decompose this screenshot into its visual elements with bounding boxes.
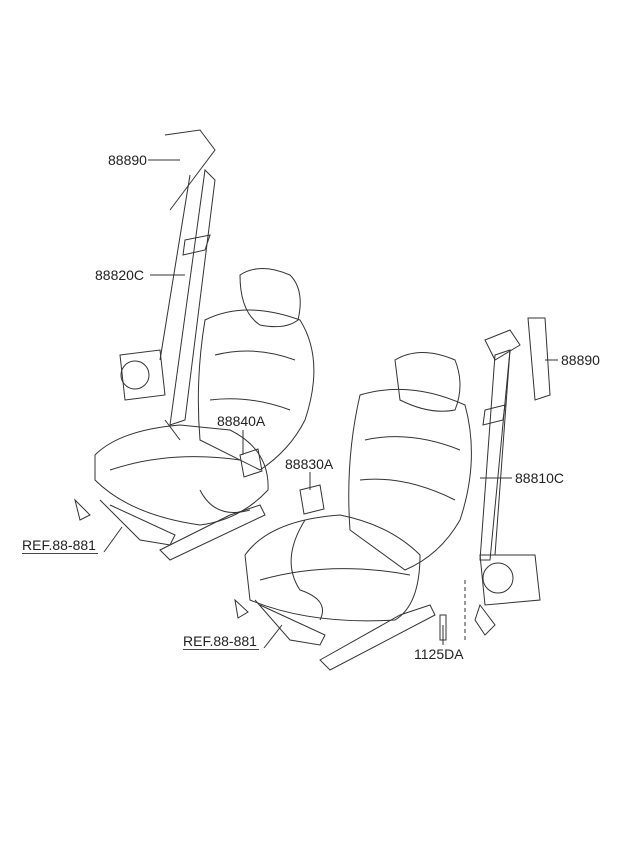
leader-lines: [103, 159, 558, 649]
left-buckle-shape: [239, 448, 263, 478]
part-label-1125da: 1125DA: [414, 646, 464, 662]
part-label-88830a: 88830A: [285, 456, 334, 472]
part-label-88810c: 88810C: [515, 470, 565, 486]
right-buckle-shape: [299, 484, 325, 515]
part-label-88890-upper-right: 88890: [561, 352, 600, 368]
right-belt: [439, 317, 551, 641]
part-label-88890-upper-left: 88890: [108, 152, 147, 168]
reference-label-right: REF.88-881: [183, 633, 259, 650]
bolt-shape: [439, 614, 447, 641]
right-seat: [234, 352, 472, 671]
left-seat: [74, 268, 315, 561]
part-label-88840a: 88840A: [217, 413, 266, 429]
reference-label-left: REF.88-881: [22, 537, 98, 554]
part-label-88820c: 88820C: [95, 267, 145, 283]
left-belt: [119, 129, 216, 441]
